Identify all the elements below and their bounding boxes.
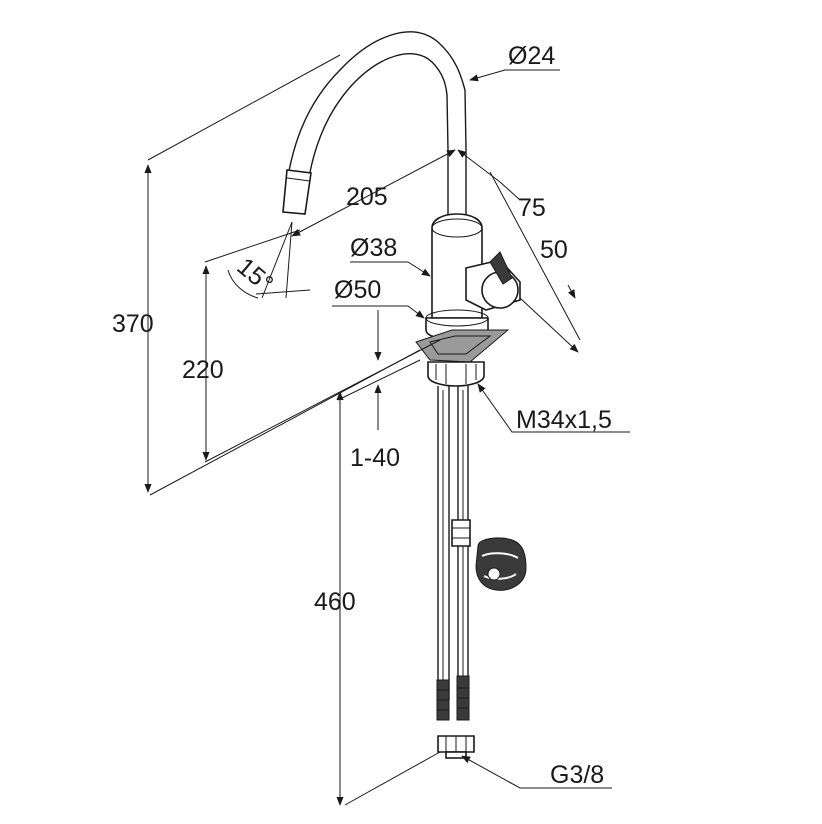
label-total-height: 370 xyxy=(112,310,154,338)
leader-d24 xyxy=(469,69,560,82)
dimension-labels: Ø24 205 75 50 Ø38 Ø50 15° 370 220 1-40 4… xyxy=(112,42,612,789)
mounting-nut xyxy=(427,361,485,387)
label-hose-length: 460 xyxy=(314,588,356,616)
dimension-lines xyxy=(144,54,630,806)
dim-line-205 xyxy=(291,149,456,237)
label-body-diameter: Ø38 xyxy=(350,234,397,262)
label-outlet-height: 220 xyxy=(182,356,224,384)
hose-weight xyxy=(475,537,527,591)
spout-outline xyxy=(282,31,467,213)
angle-arc-15 xyxy=(227,269,259,299)
label-spray-angle: 15° xyxy=(232,252,279,298)
faucet-body xyxy=(282,31,527,759)
dim-line-75 xyxy=(457,149,501,183)
leader-d50 xyxy=(332,305,425,319)
leader-m34 xyxy=(477,383,630,433)
dim-line-50 xyxy=(519,297,579,353)
hose-coupling xyxy=(451,519,471,547)
supply-hoses xyxy=(437,386,469,700)
connection-fittings xyxy=(436,675,475,759)
lever-handle xyxy=(489,251,513,285)
label-reach: 205 xyxy=(346,183,388,211)
leader-g38 xyxy=(461,755,612,789)
label-connection-thread: G3/8 xyxy=(550,761,604,789)
label-base-diameter: Ø50 xyxy=(334,276,381,304)
label-handle-depth: 50 xyxy=(540,236,568,264)
label-deck-thickness: 1-40 xyxy=(350,444,400,472)
label-spout-diameter: Ø24 xyxy=(508,42,555,70)
label-mount-thread: M34x1,5 xyxy=(516,406,612,434)
spout-head xyxy=(282,169,312,215)
label-handle-offset: 75 xyxy=(518,194,546,222)
leader-d38 xyxy=(350,261,431,277)
